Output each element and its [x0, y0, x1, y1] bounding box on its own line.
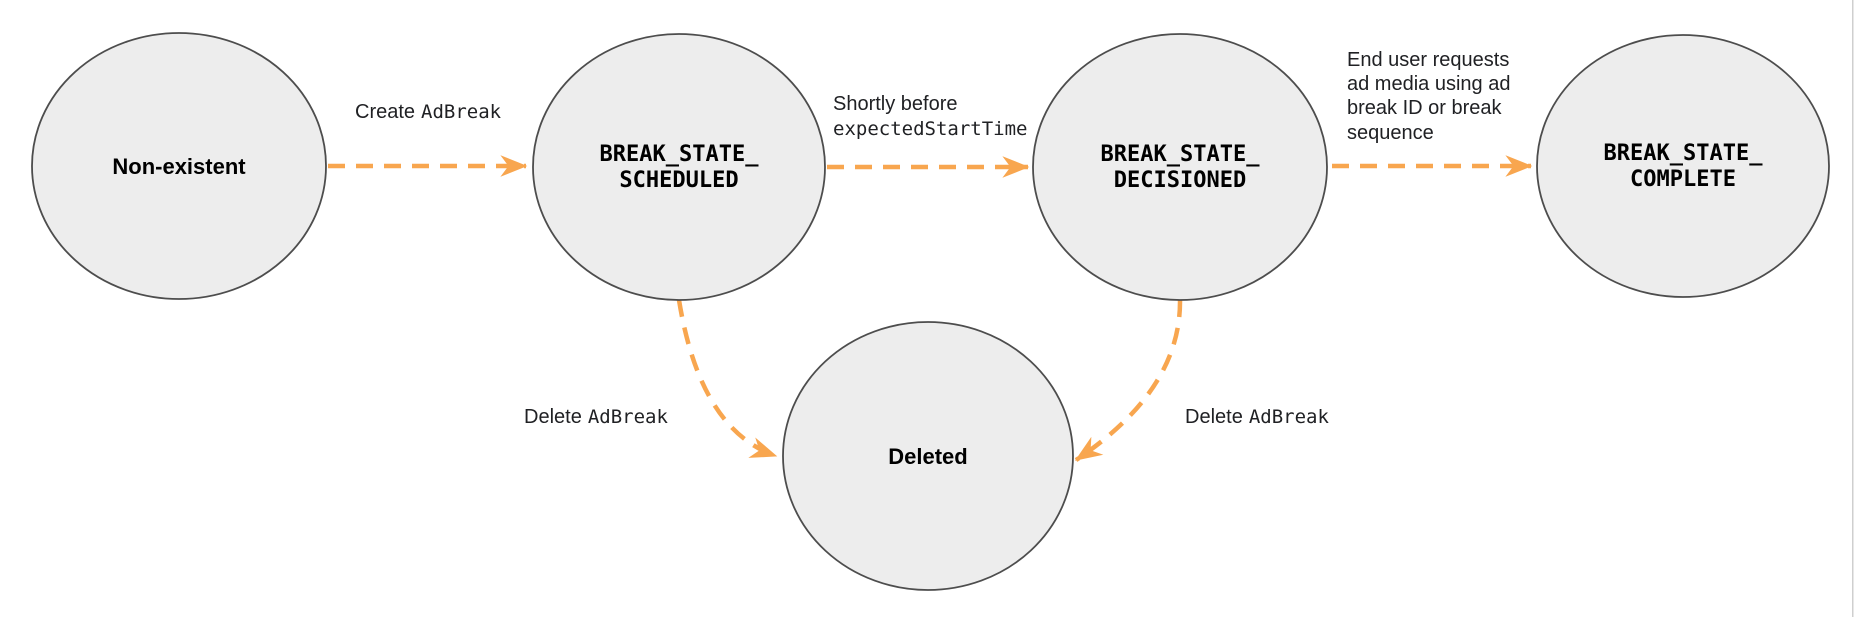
edge-label-end-user-requests: End user requests ad media using ad brea…	[1347, 49, 1510, 144]
edge-label-delete-adbreak-left: Delete AdBreak	[524, 406, 668, 428]
edge-label-delete-right-code: AdBreak	[1249, 406, 1330, 428]
edge-label-delete-left-plain: Delete	[524, 406, 582, 428]
edge-label-create-adbreak-plain: Create	[355, 101, 415, 123]
node-non-existent-label: Non-existent	[112, 154, 246, 179]
node-break-state-scheduled-label-line-1: BREAK_STATE_	[600, 142, 760, 167]
edge-label-create-adbreak: Create AdBreak	[355, 101, 502, 123]
edge-delete-adbreak-from-scheduled	[676, 299, 778, 459]
node-break-state-decisioned-shape	[1032, 33, 1328, 301]
edge-label-delete-left-code: AdBreak	[588, 406, 669, 428]
node-break-state-complete: BREAK_STATE_ COMPLETE	[1536, 34, 1830, 298]
edge-label-end-user-requests-line-1: End user requests	[1347, 49, 1509, 71]
edges-layer	[328, 155, 1533, 462]
edge-label-create-adbreak-code: AdBreak	[421, 101, 502, 123]
node-break-state-scheduled-shape	[532, 33, 826, 301]
node-break-state-decisioned-label-line-2: DECISIONED	[1114, 168, 1246, 193]
node-break-state-decisioned-label-line-1: BREAK_STATE_	[1101, 142, 1261, 167]
node-break-state-scheduled: BREAK_STATE_ SCHEDULED	[532, 33, 826, 301]
nodes-layer: Non-existent BREAK_STATE_ SCHEDULED BREA…	[31, 32, 1830, 591]
edge-label-end-user-requests-line-4: sequence	[1347, 122, 1434, 144]
node-break-state-scheduled-label-line-2: SCHEDULED	[619, 168, 738, 193]
node-deleted-shape	[782, 321, 1074, 591]
edge-label-end-user-requests-line-3: break ID or break	[1347, 97, 1503, 119]
edge-label-delete-adbreak-right: Delete AdBreak	[1185, 406, 1329, 428]
node-break-state-decisioned: BREAK_STATE_ DECISIONED	[1032, 33, 1328, 301]
edge-label-end-user-requests-line-2: ad media using ad	[1347, 73, 1510, 95]
edge-delete-adbreak-from-decisioned	[1074, 299, 1183, 462]
node-non-existent-shape	[31, 32, 327, 300]
node-break-state-complete-label-line-2: COMPLETE	[1630, 167, 1736, 192]
node-break-state-complete-shape	[1536, 34, 1830, 298]
node-non-existent: Non-existent	[31, 32, 327, 300]
edge-label-delete-right-plain: Delete	[1185, 406, 1243, 428]
node-deleted: Deleted	[782, 321, 1074, 591]
node-break-state-complete-label-line-1: BREAK_STATE_	[1604, 141, 1764, 166]
edge-label-expected-start-time: expectedStartTime	[833, 118, 1027, 140]
edge-label-shortly-before: Shortly before	[833, 93, 958, 115]
node-deleted-label: Deleted	[888, 444, 967, 469]
page-edge-line	[1852, 0, 1854, 617]
